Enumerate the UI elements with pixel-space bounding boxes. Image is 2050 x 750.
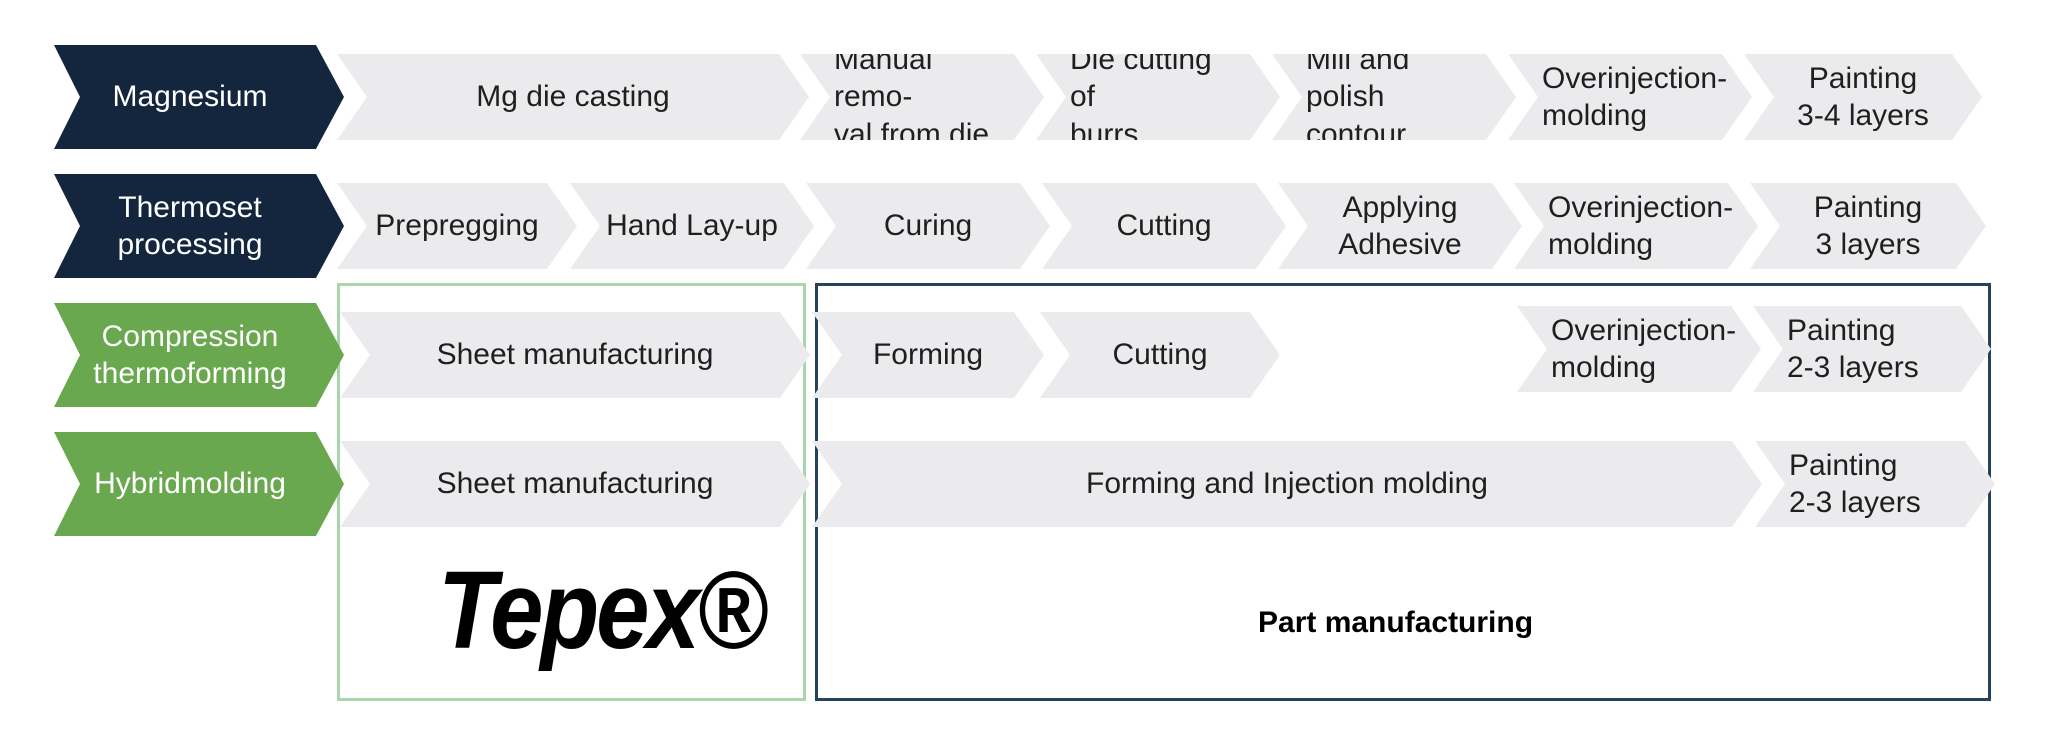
- step-prepregging: Prepregging: [337, 183, 577, 269]
- row-label-hybridmolding: Hybridmolding: [54, 432, 344, 536]
- step-mg-die-casting: Mg die casting: [337, 54, 809, 140]
- step-overinjection-thermoset: Overinjection- molding: [1514, 183, 1758, 269]
- step-applying-adhesive: Applying Adhesive: [1278, 183, 1522, 269]
- step-hand-layup: Hand Lay-up: [570, 183, 814, 269]
- part-manufacturing-label: Part manufacturing: [1258, 606, 1534, 639]
- step-painting-thermoset: Painting 3 layers: [1750, 183, 1986, 269]
- step-die-cutting-burrs: Die cutting of burrs: [1036, 54, 1280, 140]
- step-cutting-thermoset: Cutting: [1042, 183, 1286, 269]
- step-sheet-manufacturing-compression: Sheet manufacturing: [340, 312, 810, 398]
- step-painting-compression: Painting 2-3 layers: [1753, 306, 1991, 392]
- row-label-thermoset: Thermoset processing: [54, 174, 344, 278]
- step-curing: Curing: [806, 183, 1050, 269]
- step-painting-hybrid: Painting 2-3 layers: [1755, 441, 1995, 527]
- step-manual-removal: Manual remo- val from die: [800, 54, 1044, 140]
- tepex-logo: Tepex®: [438, 548, 768, 672]
- row-label-magnesium: Magnesium: [54, 45, 344, 149]
- step-painting-mg: Painting 3-4 layers: [1744, 54, 1982, 140]
- step-sheet-manufacturing-hybrid: Sheet manufacturing: [340, 441, 810, 527]
- step-cutting-compression: Cutting: [1040, 312, 1280, 398]
- step-forming: Forming: [812, 312, 1044, 398]
- step-forming-injection-molding: Forming and Injection molding: [812, 441, 1762, 527]
- step-mill-polish: Mill and polish contour: [1272, 54, 1516, 140]
- row-label-compression: Compression thermoforming: [54, 303, 344, 407]
- part-manufacturing-frame: [815, 283, 1991, 701]
- step-overinjection-mg: Overinjection- molding: [1508, 54, 1752, 140]
- row-label-text: Magnesium: [112, 80, 268, 114]
- step-overinjection-compression: Overinjection- molding: [1517, 306, 1761, 392]
